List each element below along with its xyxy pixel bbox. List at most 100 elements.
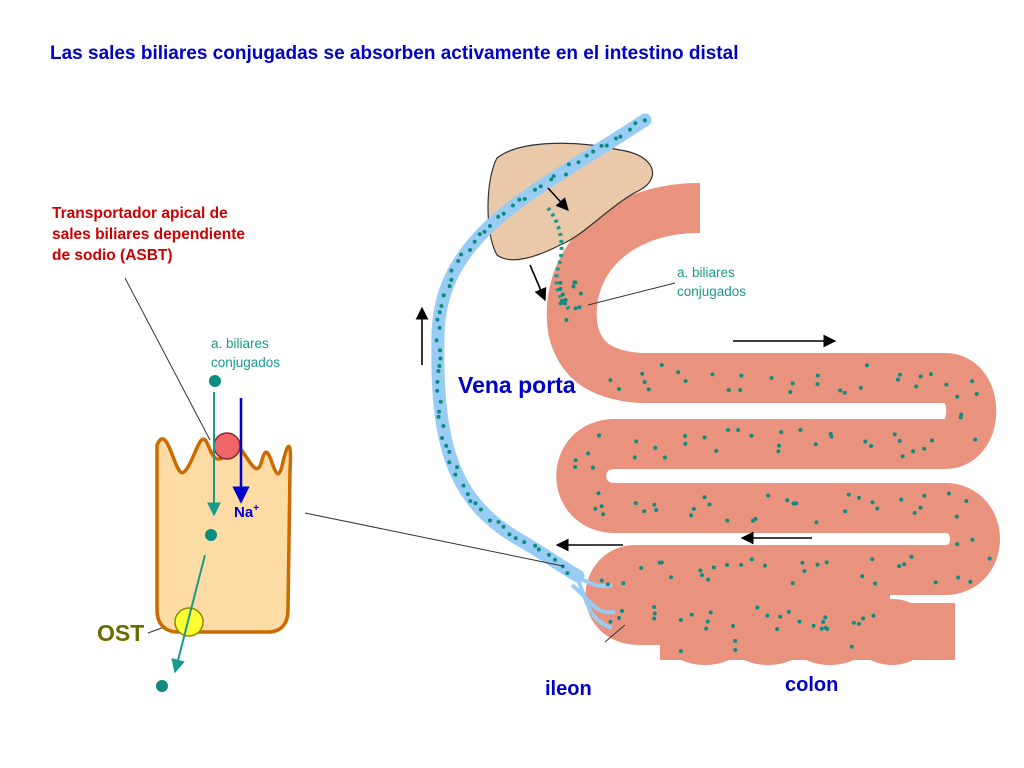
bile-acid-dot — [929, 372, 934, 377]
bile-acid-dot — [815, 562, 820, 567]
bile-acid-dot — [633, 501, 638, 506]
bile-acid-dot — [739, 373, 744, 378]
bile-acid-dot — [829, 434, 834, 439]
bile-acid-dot — [863, 439, 868, 444]
bile-acid-dot — [573, 306, 578, 311]
bile-acid-dot — [856, 495, 861, 500]
bile-acid-dot — [753, 516, 758, 521]
enterocyte-cell — [155, 437, 293, 634]
bile-acid-molecule — [209, 375, 221, 387]
bile-acid-dot — [946, 491, 951, 496]
gut-bile-acids-label: a. biliares conjugados — [677, 265, 747, 299]
bile-acid-dot — [441, 293, 446, 298]
bile-acid-dot — [838, 388, 843, 393]
bile-acid-dot — [619, 608, 624, 613]
bile-acid-dot — [573, 458, 578, 463]
bile-acid-dot — [578, 291, 583, 296]
bile-acid-dot — [501, 524, 506, 529]
bile-acid-dot — [472, 239, 477, 244]
bile-acid-dot — [922, 446, 927, 451]
bile-acid-dot — [468, 248, 473, 253]
bile-acid-dot — [522, 196, 527, 201]
bile-acid-dot — [897, 438, 902, 443]
colon-label: colon — [785, 674, 839, 696]
bile-acid-dot — [823, 625, 828, 630]
bile-acid-dot — [738, 387, 743, 392]
bile-acid-dot — [437, 364, 442, 369]
bile-acid-dot — [577, 305, 582, 310]
bile-acid-dot — [775, 626, 780, 631]
bile-acid-dot — [605, 582, 610, 587]
bile-acid-dot — [618, 134, 623, 139]
bile-acid-dot — [726, 427, 731, 432]
ost-label: OST — [97, 620, 145, 646]
bile-acid-dot — [710, 372, 715, 377]
bile-acid-dot — [678, 649, 683, 654]
bile-acid-dot — [749, 433, 754, 438]
bile-acid-dot — [444, 443, 449, 448]
bile-acid-dot — [456, 259, 461, 264]
bile-acid-dot — [909, 554, 914, 559]
portal-vein-tube — [431, 113, 652, 583]
bile-acid-dot — [617, 386, 622, 391]
bile-acid-dot — [573, 465, 578, 470]
bile-acid-dot — [642, 509, 647, 514]
bile-acid-dot — [987, 556, 992, 561]
bile-acid-dot — [604, 143, 609, 148]
bile-acid-dot — [786, 609, 791, 614]
bile-acid-dot — [802, 568, 807, 573]
bile-acid-dot — [700, 573, 705, 578]
bile-acid-dot — [918, 505, 923, 510]
bile-acid-dot — [814, 520, 819, 525]
bile-acid-dot — [899, 497, 904, 502]
bile-acid-dot — [642, 118, 647, 123]
bile-acid-dot — [846, 492, 851, 497]
bile-acid-dot — [765, 613, 770, 618]
bile-acid-dot — [821, 619, 826, 624]
bile-acid-dot — [455, 465, 460, 470]
portal-vein-label: Vena porta — [458, 372, 576, 398]
bile-acid-dot — [778, 614, 783, 619]
bile-acid-dot — [776, 443, 781, 448]
bile-acid-dot — [654, 508, 659, 513]
bile-acid-dot — [435, 379, 440, 384]
bile-acid-dot — [465, 492, 470, 497]
bile-acid-dot — [762, 563, 767, 568]
bile-acid-dot — [536, 547, 541, 552]
bile-acid-dot — [865, 363, 870, 368]
asbt-transporter-icon — [213, 432, 241, 460]
bile-acid-dot — [533, 187, 538, 192]
bile-acid-dot — [496, 520, 501, 525]
bile-acid-dot — [621, 581, 626, 586]
bile-acid-dot — [954, 514, 959, 519]
bile-acid-dot — [440, 435, 445, 440]
bile-acid-dot — [791, 501, 796, 506]
bile-acid-dot — [911, 449, 916, 454]
bile-acid-dot — [800, 560, 805, 565]
bile-acid-dot — [447, 460, 452, 465]
bile-acid-dot — [487, 223, 492, 228]
bile-acid-dot — [914, 384, 919, 389]
bile-acid-dot — [726, 388, 731, 393]
bile-acid-dot — [678, 617, 683, 622]
bile-acid-dot — [733, 638, 738, 643]
bile-acid-dot — [517, 197, 522, 202]
bile-acid-dot — [652, 611, 657, 616]
bile-acid-dot — [790, 381, 795, 386]
bile-acid-dot — [563, 172, 568, 177]
bile-acid-dot — [702, 495, 707, 500]
bile-acid-dot — [640, 371, 645, 376]
bile-acid-dot — [870, 500, 875, 505]
bile-acid-dot — [843, 509, 848, 514]
bile-acid-dot — [974, 391, 979, 396]
bile-acid-dot — [447, 449, 452, 454]
bile-acid-dot — [755, 605, 760, 610]
small-intestine — [546, 183, 1000, 645]
bile-acid-dot — [725, 562, 730, 567]
bile-acid-dot — [590, 465, 595, 470]
bile-acid-dot — [714, 448, 719, 453]
bile-acid-dot — [453, 472, 458, 477]
bile-acid-dot — [449, 268, 454, 273]
bile-acid-dot — [586, 451, 591, 456]
